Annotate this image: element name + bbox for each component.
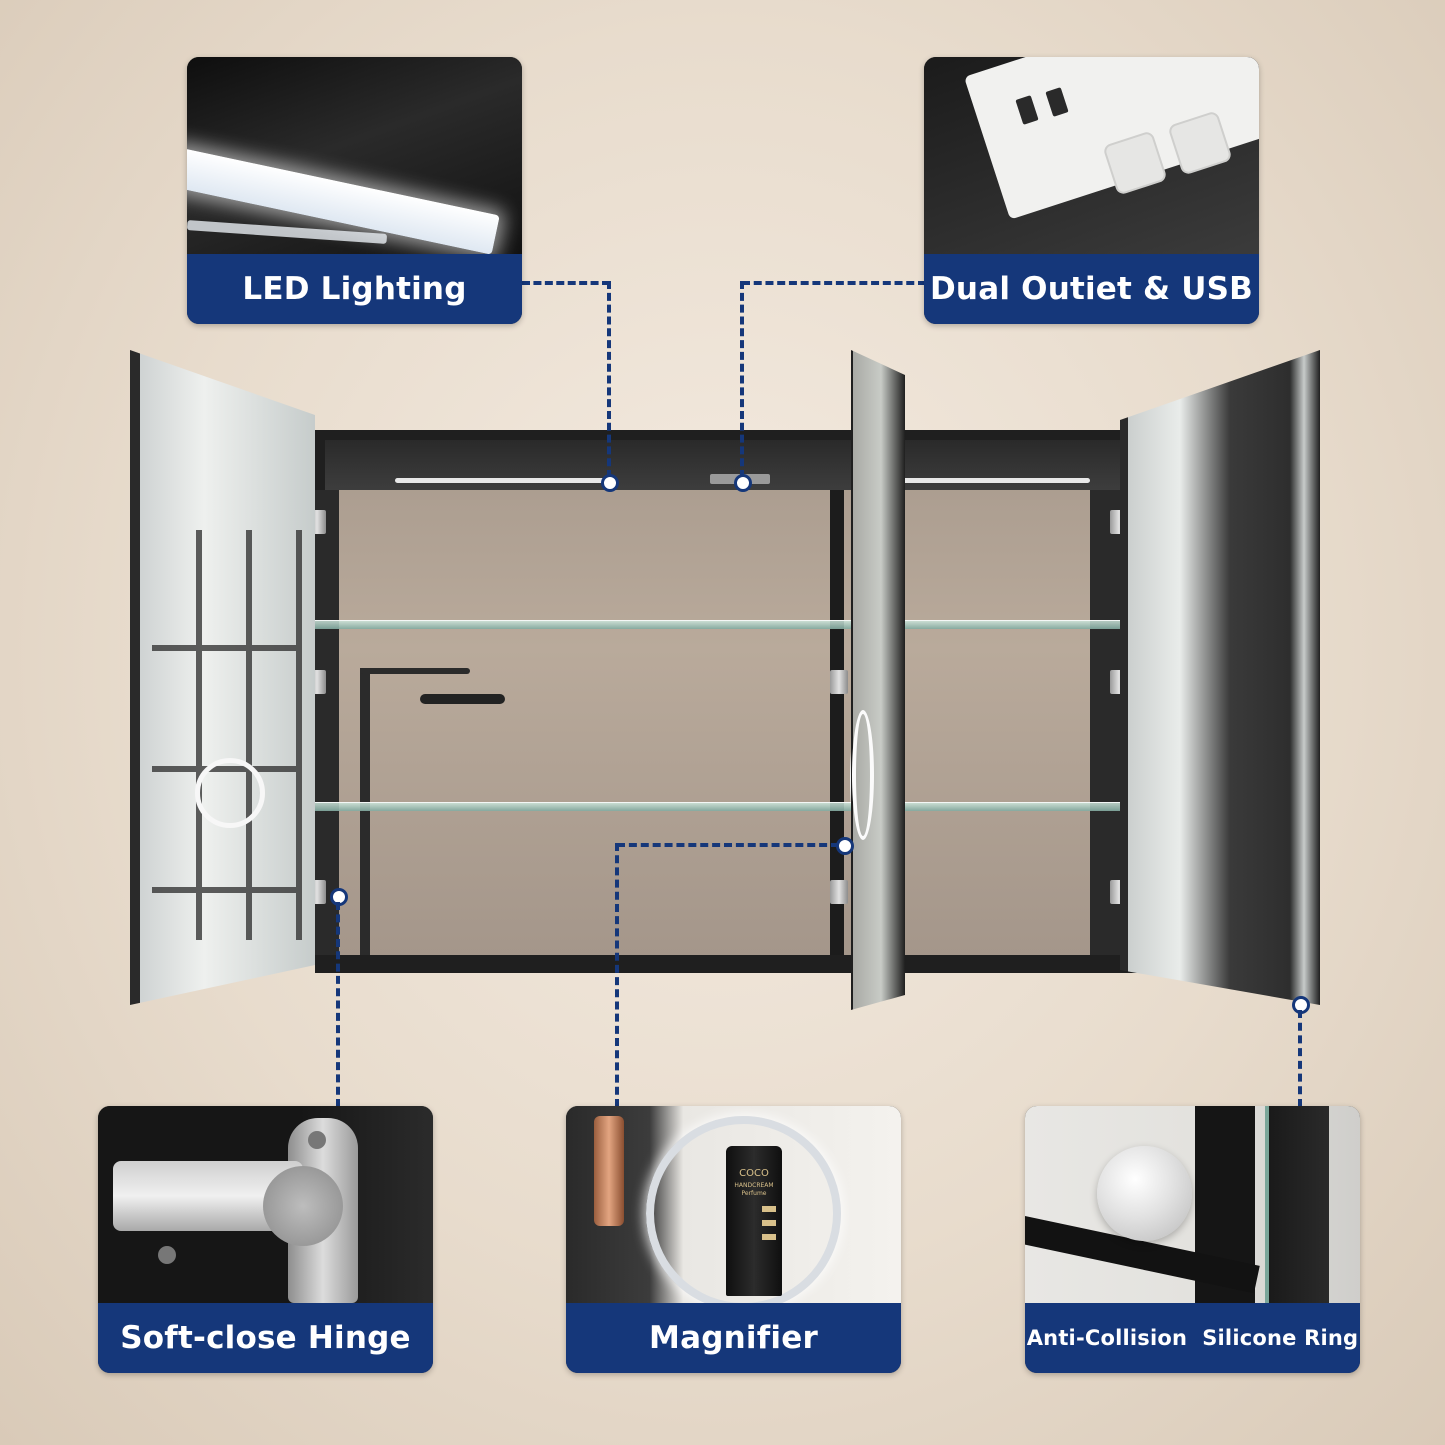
shower-reflection	[360, 668, 370, 968]
led-lighting-label: LED Lighting	[187, 254, 522, 324]
hinge	[830, 670, 848, 694]
door-frame-right	[1265, 1106, 1329, 1303]
shelf-lower	[145, 802, 1305, 811]
magnifier-card: COCO HANDCREAM Perfume Magnifier	[566, 1106, 901, 1373]
led-connector-dot	[601, 474, 619, 492]
left-door-window-reflection	[152, 530, 302, 940]
hinge-connector-v	[336, 902, 340, 1107]
tube-brand-text: COCO	[739, 1168, 769, 1179]
dual-outlet-card: Dual Outiet & USB	[924, 57, 1259, 324]
led-connector-v	[607, 281, 611, 478]
tube-stripe	[762, 1206, 776, 1212]
outlet-connector-v	[740, 281, 744, 478]
screw	[308, 1131, 326, 1149]
screw	[158, 1246, 176, 1264]
outlet-connector-h	[742, 281, 926, 285]
magnifier-label: Magnifier	[566, 1303, 901, 1373]
medicine-cabinet	[130, 350, 1320, 1010]
tube-stripe	[762, 1220, 776, 1226]
led-lighting-card: LED Lighting	[187, 57, 522, 324]
led-strip-right	[890, 478, 1090, 483]
tube-line1-text: HANDCREAM	[734, 1182, 774, 1189]
silicone-bumper	[1097, 1146, 1192, 1241]
led-strip-left	[395, 478, 605, 483]
center-door-magnifier	[852, 710, 874, 840]
bottom-rail	[315, 955, 1155, 973]
magnifier-connector-v	[615, 843, 619, 1107]
magnifier-connector-dot	[836, 837, 854, 855]
shower-arm	[360, 668, 470, 674]
copper-bottle	[594, 1116, 624, 1226]
right-door	[1120, 350, 1320, 1005]
tube-line2-text: Perfume	[741, 1190, 767, 1197]
tube-stripe	[762, 1234, 776, 1240]
left-door-magnifier-reflection	[195, 758, 265, 828]
ring-connector-v	[1298, 1010, 1302, 1107]
dual-outlet-label: Dual Outiet & USB	[924, 254, 1259, 324]
led-connector-h	[522, 281, 610, 285]
soft-close-hinge-card: Soft-close Hinge	[98, 1106, 433, 1373]
shower-head	[420, 694, 505, 704]
center-door	[851, 350, 905, 1010]
hinge	[830, 880, 848, 904]
magnifier-connector-h	[617, 843, 839, 847]
soft-close-hinge-label: Soft-close Hinge	[98, 1303, 433, 1373]
silicone-ring-label: Anti-Collision Silicone Ring	[1025, 1303, 1360, 1373]
hinge-cup	[263, 1166, 343, 1246]
outlet-connector-dot	[734, 474, 752, 492]
shelf-upper	[145, 620, 1305, 629]
silicone-ring-card: Anti-Collision Silicone Ring	[1025, 1106, 1360, 1373]
